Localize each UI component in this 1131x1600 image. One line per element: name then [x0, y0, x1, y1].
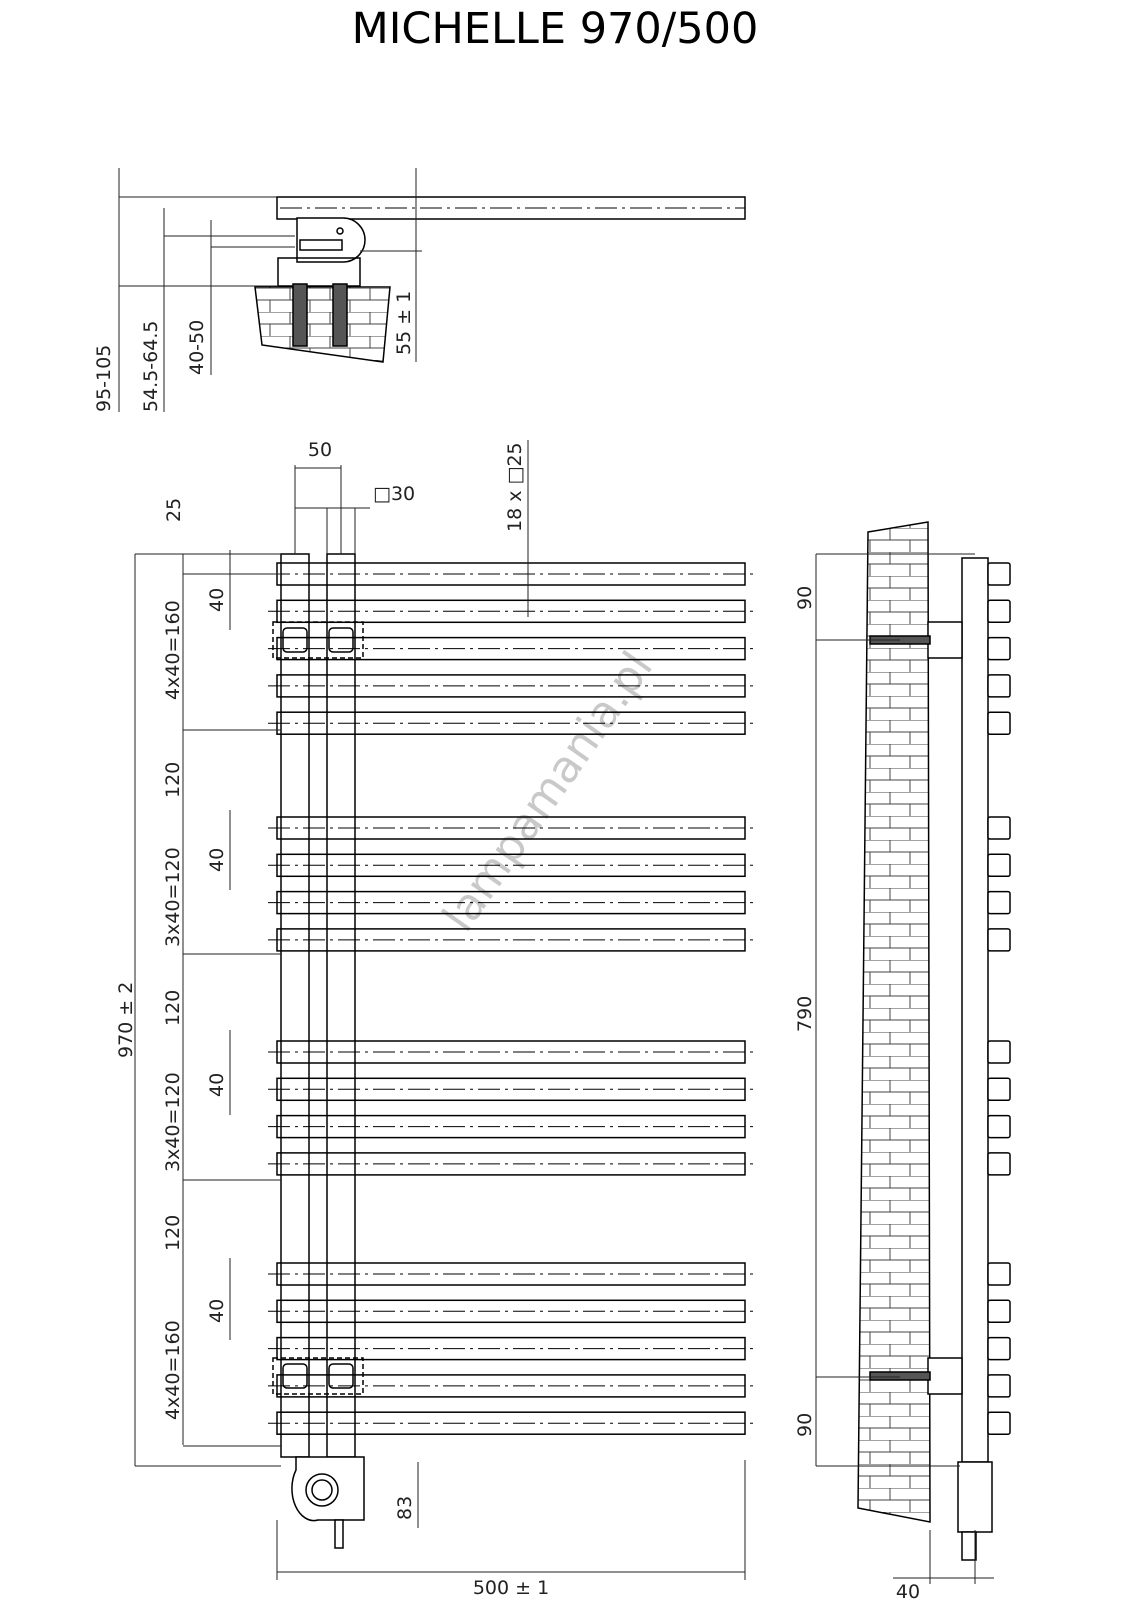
side-view-collector	[961, 557, 989, 1463]
collector-left	[280, 553, 310, 1458]
top-dim-40-50: 40-50	[186, 320, 208, 375]
top-dim-55: 55 ± 1	[393, 291, 415, 355]
top-view-dim-lines	[118, 168, 422, 412]
side-dim-790: 790	[794, 996, 816, 1032]
dim-970: 970 ± 2	[115, 982, 137, 1058]
side-bar-profile	[987, 599, 1011, 624]
side-bar-profile	[987, 1411, 1011, 1435]
dim-500: 500 ± 1	[473, 1577, 549, 1599]
side-view-wall	[857, 521, 931, 1523]
top-dim-54-64: 54.5-64.5	[140, 321, 162, 412]
bracket-top	[272, 621, 364, 659]
top-view	[254, 196, 746, 363]
side-bar-profile	[987, 1374, 1011, 1398]
front-dim-ticks	[183, 573, 281, 1447]
dim-3x40-a: 3x40=120	[162, 847, 184, 947]
dim-40-b: 40	[206, 848, 228, 872]
towel-bars	[268, 562, 755, 1435]
side-view-bars	[987, 562, 1011, 1435]
dim-40-c: 40	[206, 1073, 228, 1097]
dim-25: 25	[163, 498, 185, 522]
side-bar-profile	[987, 1336, 1011, 1361]
dim-40-d: 40	[206, 1299, 228, 1323]
side-dim-90-top: 90	[794, 586, 816, 610]
side-bar-profile	[987, 1299, 1011, 1324]
side-view	[857, 521, 1011, 1561]
dim-120-c: 120	[162, 1215, 184, 1251]
side-bar-profile	[987, 890, 1011, 915]
side-bar-profile	[987, 816, 1011, 840]
collector-right	[326, 553, 356, 1458]
side-bar-profile	[987, 1040, 1011, 1064]
dim-50: 50	[308, 439, 332, 461]
front-view	[268, 553, 755, 1549]
dim-4x40-bottom: 4x40=160	[162, 1320, 184, 1420]
side-dim-lines	[815, 553, 994, 1584]
dim-120-a: 120	[162, 762, 184, 798]
side-bar-profile	[987, 711, 1011, 735]
side-bar-profile	[987, 562, 1011, 586]
dim-40-a: 40	[206, 588, 228, 612]
top-dim-95-105: 95-105	[93, 345, 115, 412]
watermark-text: lampamania.pl	[433, 643, 663, 941]
dim-square-30: □30	[373, 483, 415, 505]
top-view-wall	[254, 286, 391, 363]
dim-120-b: 120	[162, 990, 184, 1026]
drawing-title: MICHELLE 970/500	[351, 4, 759, 54]
side-bar-profile	[987, 1262, 1011, 1286]
dim-83: 83	[394, 1496, 416, 1520]
side-bar-profile	[987, 1152, 1011, 1176]
dim-4x40-top: 4x40=160	[162, 600, 184, 700]
side-dim-40: 40	[896, 1581, 920, 1600]
side-bar-profile	[987, 928, 1011, 952]
side-bar-profile	[987, 636, 1011, 661]
heater-unit	[291, 1456, 365, 1522]
side-dim-90-bottom: 90	[794, 1413, 816, 1437]
dim-3x40-b: 3x40=120	[162, 1072, 184, 1172]
side-bar-profile	[987, 1077, 1011, 1102]
front-dim-lines	[134, 440, 746, 1580]
side-bar-profile	[987, 674, 1011, 698]
bracket-bottom	[272, 1357, 364, 1395]
side-bar-profile	[987, 853, 1011, 878]
side-bar-profile	[987, 1114, 1011, 1139]
dim-18x25: 18 x □25	[504, 442, 526, 532]
